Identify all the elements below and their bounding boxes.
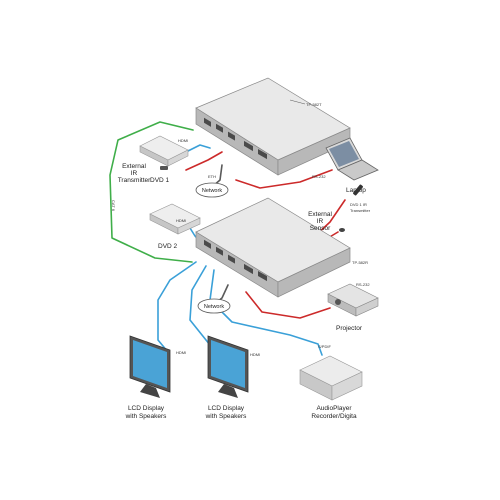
hdmi-label-dvd1: HDMI — [178, 138, 188, 143]
transmitter-model-leader — [289, 99, 306, 105]
rs232-label-projector: RS-232 — [356, 282, 370, 287]
dvd1-device: DVD 1 — [139, 135, 189, 184]
external-ir-sensor: External IR Sensor — [308, 211, 345, 232]
cat6-cable — [109, 121, 194, 263]
projector-device: Projector — [327, 283, 379, 332]
receiver-port-1 — [204, 239, 211, 249]
receiver-device: TP-582R — [195, 197, 368, 298]
hdmi-cable-lcd1 — [157, 261, 197, 353]
network-top-label: Network — [202, 188, 222, 194]
dvd1-ir-remote-icon — [353, 184, 363, 196]
transmitter-device: TP-582T — [195, 77, 351, 176]
network-cloud-top: Network — [195, 182, 229, 198]
ir-sensor-label-2: IR — [317, 218, 324, 225]
network-bottom-shape — [197, 298, 231, 314]
dvd2-label: DVD 2 — [158, 243, 178, 250]
ir-transmitter-label-3: Transmitter — [118, 177, 151, 184]
eth-label: ETH — [208, 174, 216, 179]
cat6-label: CAT 6 — [111, 200, 116, 212]
audio-player-device: AudioPlayer Recorder/Digita — [299, 355, 363, 420]
ir-transmitter-label-1: External — [122, 163, 146, 170]
cable-layer — [109, 121, 346, 356]
dvd1-label: DVD 1 — [150, 177, 170, 184]
cable-labels: CAT 6 HDMI HDMI HDMI HDMI ETH RS-232 RS-… — [111, 138, 370, 357]
audio-label-2: Recorder/Digita — [311, 413, 357, 420]
laptop-base — [337, 159, 379, 181]
transmitter-port-4 — [244, 140, 253, 152]
spdif-label: S/PDIF — [318, 344, 331, 349]
receiver-port-4 — [244, 263, 253, 275]
transmitter-port-1 — [204, 117, 211, 127]
rs232-cable-projector — [245, 291, 331, 319]
receiver-port-5 — [258, 270, 267, 282]
dvd1-side — [167, 149, 189, 167]
ir-cable-transmitter — [185, 151, 223, 171]
dvd1-ir-label-2: Transmitter — [350, 208, 371, 213]
lcd-display-2: LCD Display with Speakers — [205, 335, 249, 420]
dvd1-ir-transmitter: DVD 1 IR Transmitter — [350, 184, 371, 213]
external-ir-transmitter: External IR Transmitter — [118, 163, 168, 184]
rs232-cable-laptop — [235, 169, 333, 189]
spdif-cable — [209, 269, 323, 356]
dvd2-device: DVD 2 — [149, 203, 201, 250]
hdmi-cable-dvd1 — [185, 144, 211, 153]
rs232-label-laptop: RS-232 — [312, 174, 326, 179]
receiver-model-label: TP-582R — [352, 260, 368, 265]
transmitter-port-5 — [258, 148, 267, 160]
lcd2-stand — [218, 384, 238, 398]
lcd1-label-2: with Speakers — [125, 413, 168, 420]
laptop-device: Laptop — [325, 137, 379, 194]
lcd2-label-2: with Speakers — [205, 413, 248, 420]
network-cloud-bottom: Network — [197, 298, 231, 314]
dvd1-ir-label-1: DVD 1 IR — [350, 202, 367, 207]
ir-sensor-label-1: External — [308, 211, 332, 218]
laptop-display — [329, 141, 359, 167]
audio-label-1: AudioPlayer — [316, 405, 352, 412]
projector-lens — [335, 299, 341, 305]
ir-transmitter-icon — [160, 166, 168, 170]
lcd2-label-1: LCD Display — [208, 405, 245, 412]
dvd2-side — [177, 217, 201, 235]
transmitter-port-3 — [228, 131, 235, 141]
audio-side — [331, 371, 363, 401]
transmitter-model-label: TP-582T — [306, 102, 322, 107]
lcd1-label-1: LCD Display — [128, 405, 165, 412]
receiver-port-2 — [216, 246, 223, 256]
projector-label: Projector — [336, 325, 363, 332]
lcd-display-1: LCD Display with Speakers — [125, 335, 171, 420]
ir-sensor-label-3: Sensor — [310, 225, 331, 232]
lcd2-screen — [211, 340, 245, 388]
transmitter-port-2 — [216, 123, 223, 133]
lcd1-stand — [140, 384, 160, 398]
ir-transmitter-label-2: IR — [131, 170, 138, 177]
network-bottom-label: Network — [204, 304, 224, 310]
hdmi-label-lcd1: HDMI — [176, 350, 186, 355]
receiver-port-3 — [228, 254, 235, 264]
lcd1-screen — [133, 340, 167, 388]
ir-sensor-icon — [339, 228, 345, 232]
projector-side — [355, 297, 379, 317]
network-top-shape — [195, 182, 229, 198]
hdmi-label-dvd2: HDMI — [176, 218, 186, 223]
receiver-side — [277, 247, 351, 298]
hdmi-label-lcd2: HDMI — [250, 352, 260, 357]
